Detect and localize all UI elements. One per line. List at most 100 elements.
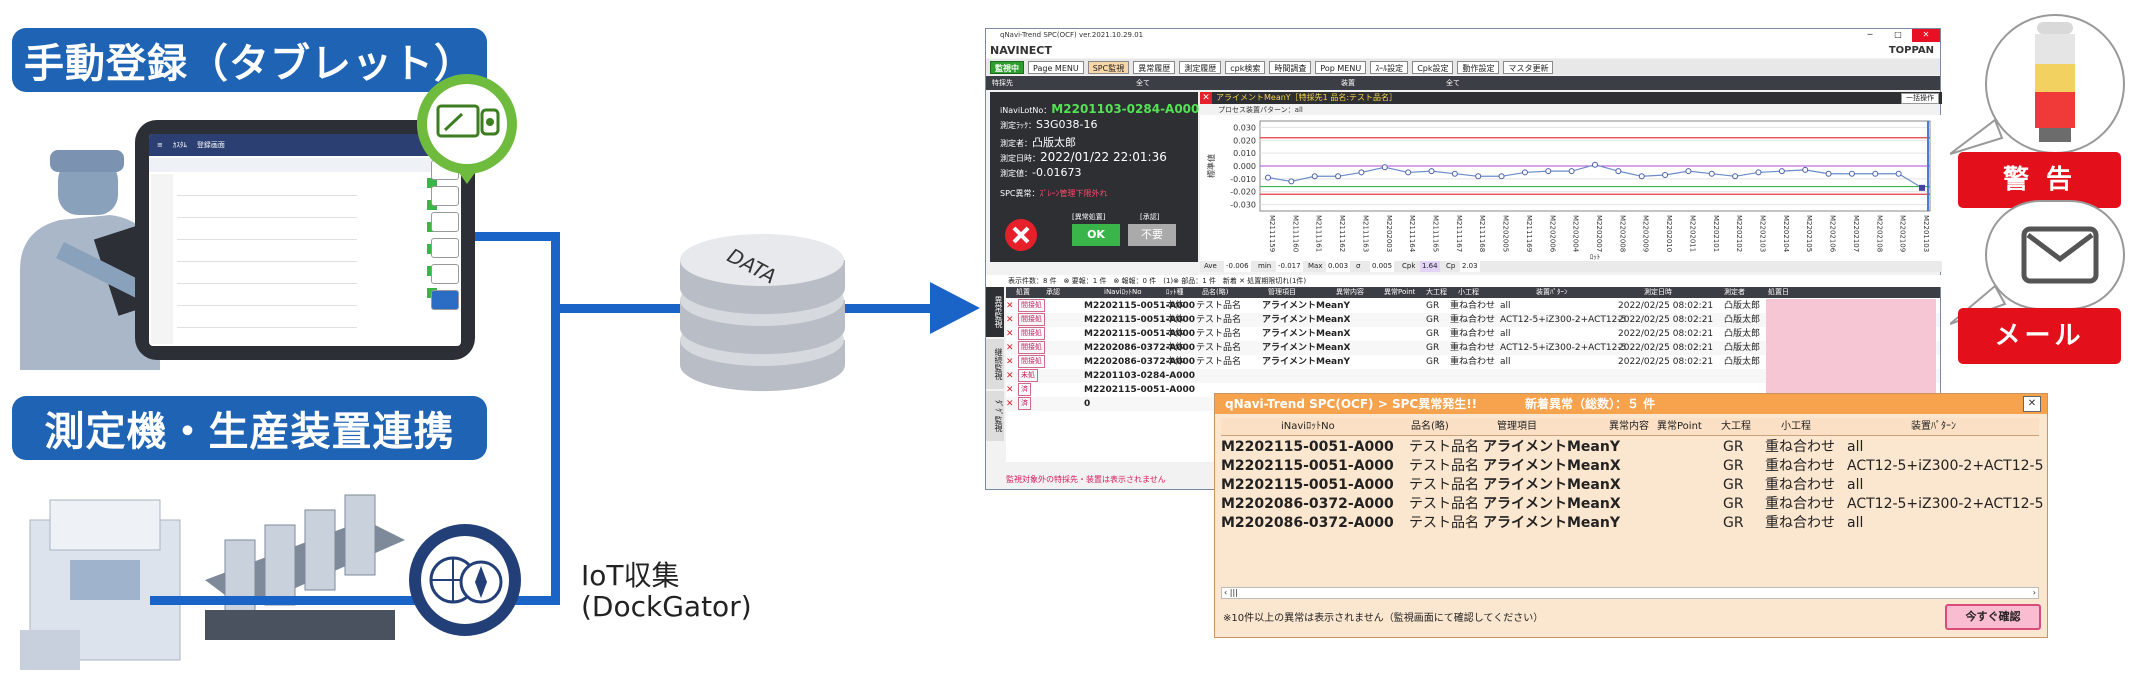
stat-cpk-label: Cpk	[1402, 262, 1416, 270]
side-tab-dag[interactable]: ﾀﾞｸﾞ監視	[986, 391, 1004, 441]
chart-y-tick-label: -0.030	[1230, 201, 1256, 210]
chart-bulk-operation-button[interactable]: 一括操作	[1901, 93, 1939, 104]
list-row-action[interactable]: 済	[1018, 397, 1031, 410]
popup-new-count: 新着異常（総数）：５ 件	[1525, 397, 1656, 411]
chart-point	[1288, 178, 1295, 185]
list-row-subprocess: 重ね合わせ	[1450, 343, 1496, 353]
chart-y-tick-label: 0.000	[1233, 162, 1256, 171]
operation-settings-button[interactable]: 動作設定	[1457, 60, 1500, 74]
monitoring-status-button[interactable]: 監視中	[990, 60, 1024, 74]
list-header-row: 処置 承認 iNaviﾛｯﾄNo ﾛｯﾄ種 品名(略) 管理項目 異常内容 異常…	[1006, 287, 1940, 298]
popup-hscroll[interactable]: ‹ ||| ›	[1221, 587, 2039, 599]
filter-right-value[interactable]: 全て	[1446, 79, 1460, 87]
popup-row-process: GR	[1723, 496, 1744, 512]
ng-button[interactable]: 不要	[1128, 224, 1176, 246]
chart-y-tick-label: 0.030	[1233, 123, 1256, 132]
abnormal-check-label: [異常処置]	[1072, 213, 1106, 221]
list-row-lot: M2201103-0284-A000	[1084, 371, 1196, 381]
chart-x-tick-label: M2202106	[1829, 215, 1837, 253]
list-row-action[interactable]: 間接処	[1018, 299, 1045, 312]
filter-left-value[interactable]: 全て	[1136, 79, 1150, 87]
list-row-action[interactable]: 済	[1018, 383, 1031, 396]
list-row-date: 2022/02/25 08:02:21	[1618, 315, 1714, 325]
chart-point	[1615, 168, 1622, 175]
close-window-button[interactable]: ✕	[1912, 29, 1940, 42]
measure-history-tab[interactable]: 測定履歴	[1179, 60, 1222, 74]
list-row-action[interactable]: 間接処	[1018, 327, 1045, 340]
list-row-action[interactable]: 間接処	[1018, 355, 1045, 368]
chart-point	[1381, 164, 1388, 171]
popup-close-button[interactable]: ✕	[2023, 396, 2041, 412]
popup-col-content: 異常内容	[1609, 421, 1649, 432]
master-update-button[interactable]: マスタ更新	[1503, 60, 1554, 74]
chart-close-icon[interactable]: ✕	[1200, 92, 1212, 104]
popup-row-pattern: all	[1847, 439, 1864, 455]
confirm-now-button[interactable]: 今すぐ確認	[1945, 604, 2041, 630]
chart-x-tick-label: M2111167	[1455, 215, 1463, 252]
list-row-type: 本体	[1166, 329, 1185, 339]
scale-settings-button[interactable]: ｽｰﾙ設定	[1370, 60, 1409, 74]
popup-col-item: 管理項目	[1497, 421, 1537, 432]
list-row-name: テスト品名	[1196, 343, 1242, 353]
col-content: 異常内容	[1336, 288, 1364, 296]
side-tab-continuous[interactable]: 継続監視	[986, 339, 1004, 389]
chart-point	[1521, 169, 1528, 176]
list-row-pattern: ACT12-5+iZ300-2+ACT12-5	[1500, 315, 1627, 325]
chart-point	[1568, 168, 1575, 175]
list-info-bar: 表示件数：8 件 ⊗ 要報：1 件 ⊗ 報報：0 件 (1)⊗ 部品：1 件 新…	[986, 275, 1942, 287]
list-row-name: テスト品名	[1196, 357, 1242, 367]
error-x-icon	[1005, 219, 1037, 251]
table-row[interactable]: ✕ 未処 M2201103-0284-A000	[1006, 369, 1940, 383]
chart-point	[1475, 173, 1482, 180]
chart-y-axis-label: 標準値	[1206, 154, 1216, 178]
page-menu-button[interactable]: Page MENU	[1028, 60, 1084, 74]
stat-min-label: min	[1258, 262, 1272, 270]
tablet-side-buttons	[431, 160, 459, 340]
iot-label-line1: IoT収集	[581, 559, 680, 592]
popup-col-name: 品名(略)	[1411, 421, 1449, 432]
list-row-action[interactable]: 間接処	[1018, 341, 1045, 354]
time-survey-tab[interactable]: 時間調査	[1269, 60, 1312, 74]
person-label: 測定者：	[1000, 139, 1032, 148]
stats-bar: Ave -0.006 min -0.017 Max 0.003 σ 0.005 …	[1200, 261, 1942, 272]
popup-row-name: テスト品名	[1409, 458, 1479, 474]
list-row-marker-icon: ✕	[1006, 371, 1014, 381]
popup-col-process: 大工程	[1721, 421, 1751, 432]
chart-x-tick-label: M2202010	[1665, 215, 1673, 252]
list-row-action[interactable]: 間接処	[1018, 313, 1045, 326]
chart-point	[1265, 174, 1271, 181]
chart-point	[1498, 173, 1505, 180]
cpk-search-tab[interactable]: cpk検索	[1225, 60, 1266, 74]
cpk-settings-button[interactable]: Cpk設定	[1412, 60, 1454, 74]
chart-x-tick-label: M2111165	[1432, 215, 1440, 252]
list-row-lot: M2202115-0051-A000	[1084, 301, 1196, 311]
chart-y-tick-label: 0.010	[1233, 149, 1256, 158]
list-row-subprocess: 重ね合わせ	[1450, 357, 1496, 367]
minimize-button[interactable]: ─	[1867, 30, 1873, 39]
lot-value: M2201103-0284-A000	[1051, 102, 1200, 116]
ok-button[interactable]: OK	[1072, 224, 1120, 246]
maximize-button[interactable]: □	[1894, 30, 1902, 39]
tablet-app-header: ≡ｶｽﾀﾑ登録画面	[149, 134, 461, 156]
stat-ave-value: -0.006	[1224, 261, 1251, 272]
list-row-person: 凸版太郎	[1724, 301, 1761, 311]
chart-point	[1872, 170, 1879, 177]
stat-cp-value: 2.03	[1460, 261, 1480, 272]
list-row-process: GR	[1426, 301, 1440, 311]
pipe-tablet-horizontal	[475, 232, 560, 241]
spc-monitor-tab[interactable]: SPC監視	[1087, 60, 1130, 74]
abnormal-history-tab[interactable]: 異常履歴	[1133, 60, 1176, 74]
pop-menu-button[interactable]: Pop MENU	[1315, 60, 1367, 74]
side-tab-abnormal[interactable]: 異常監視	[986, 287, 1004, 337]
list-row-action[interactable]: 未処	[1018, 369, 1038, 382]
